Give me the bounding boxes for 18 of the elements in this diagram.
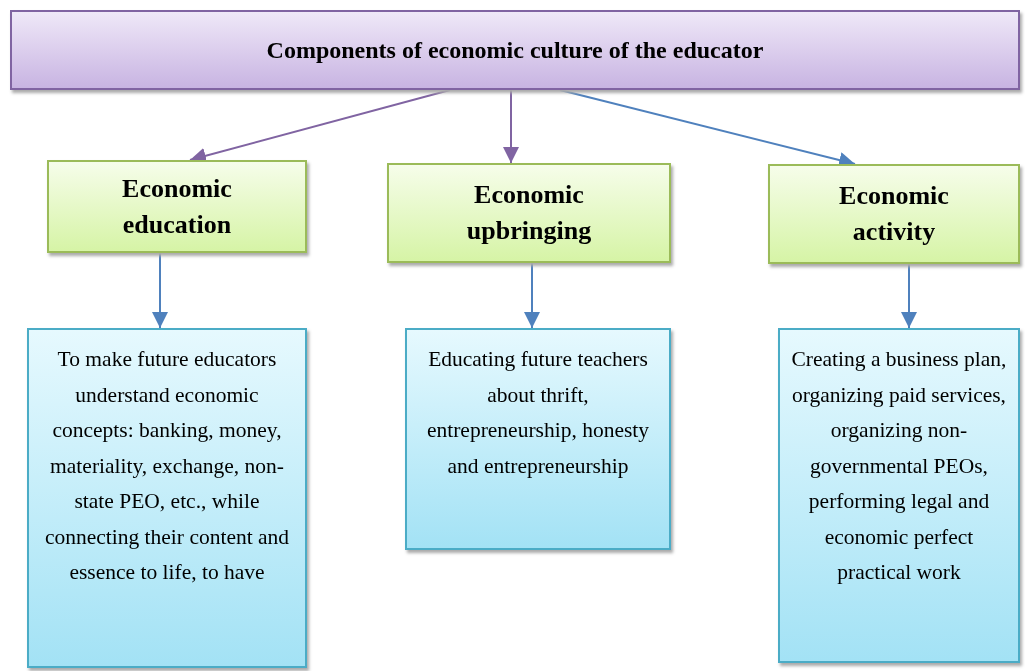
description-box <box>778 328 1020 663</box>
arrow <box>152 252 168 329</box>
category-box <box>768 164 1020 264</box>
heading-text: Economic education <box>121 172 233 241</box>
description-text: Creating a business plan, organizing paid services, organizing non-governmental PEOs, performing legal and economic perfect practical work <box>790 346 1008 586</box>
description-text: To make future educators understand economic concepts: banking, money, materiality, exchange, non-state PEO, etc., while connecting their content and essence to life, to have <box>43 346 291 586</box>
category-box <box>47 160 307 253</box>
heading-text: Components of economic culture of the educator <box>266 36 764 64</box>
arrow <box>503 89 519 164</box>
description-box <box>27 328 307 668</box>
title-box <box>10 10 1020 90</box>
category-box <box>387 163 671 263</box>
heading-text: Economic activity <box>838 180 950 248</box>
arrow <box>901 263 917 329</box>
description-box <box>405 328 671 550</box>
heading-text: Economic upbringing <box>465 179 593 247</box>
description-text: Educating future teachers about thrift, entrepreneurship, honesty and entrepreneurship <box>425 346 651 480</box>
arrow <box>524 262 540 329</box>
